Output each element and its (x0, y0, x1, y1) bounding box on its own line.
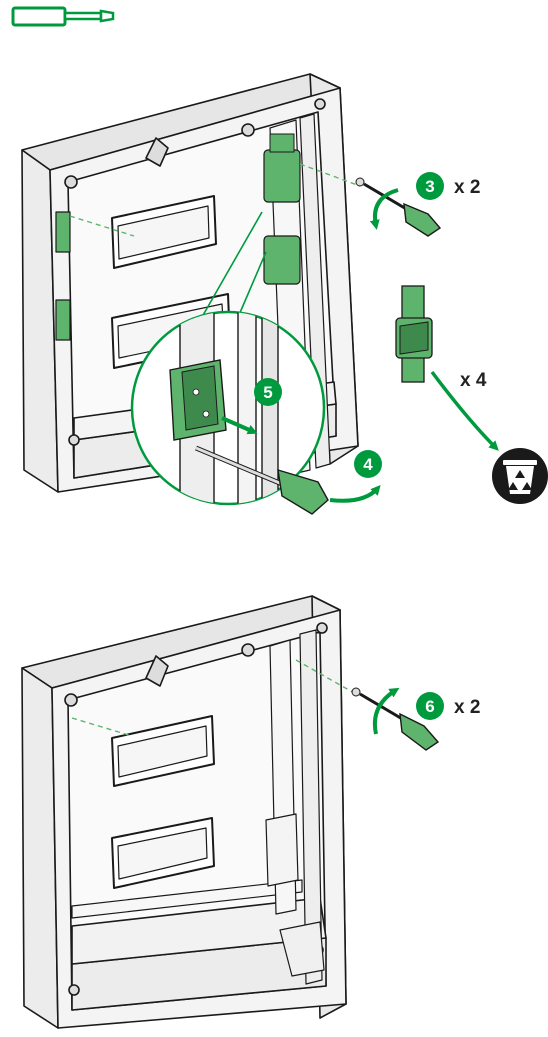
step-6-number: 6 (425, 697, 434, 716)
zoom-detail (130, 310, 381, 515)
step-3-multiplier: x 2 (454, 177, 480, 198)
step-6-badge: 6 (416, 692, 444, 720)
removed-clip-part (395, 285, 433, 383)
discard-arrow (430, 370, 499, 451)
step-3-badge: 3 (416, 172, 444, 200)
screwdriver-icon (11, 6, 115, 27)
enclosure-bottom (21, 595, 357, 1029)
step-3-number: 3 (425, 177, 434, 196)
step-5-number: 5 (263, 383, 272, 402)
step-3-tool (355, 177, 442, 237)
parts-multiplier: x 4 (460, 370, 487, 391)
step-6-tool (351, 687, 440, 751)
step-6-multiplier: x 2 (454, 697, 480, 718)
step-4-badge: 4 (354, 450, 382, 478)
step-4-number: 4 (363, 455, 373, 474)
step-5-badge: 5 (254, 378, 282, 406)
recycle-bin-icon (492, 448, 548, 504)
